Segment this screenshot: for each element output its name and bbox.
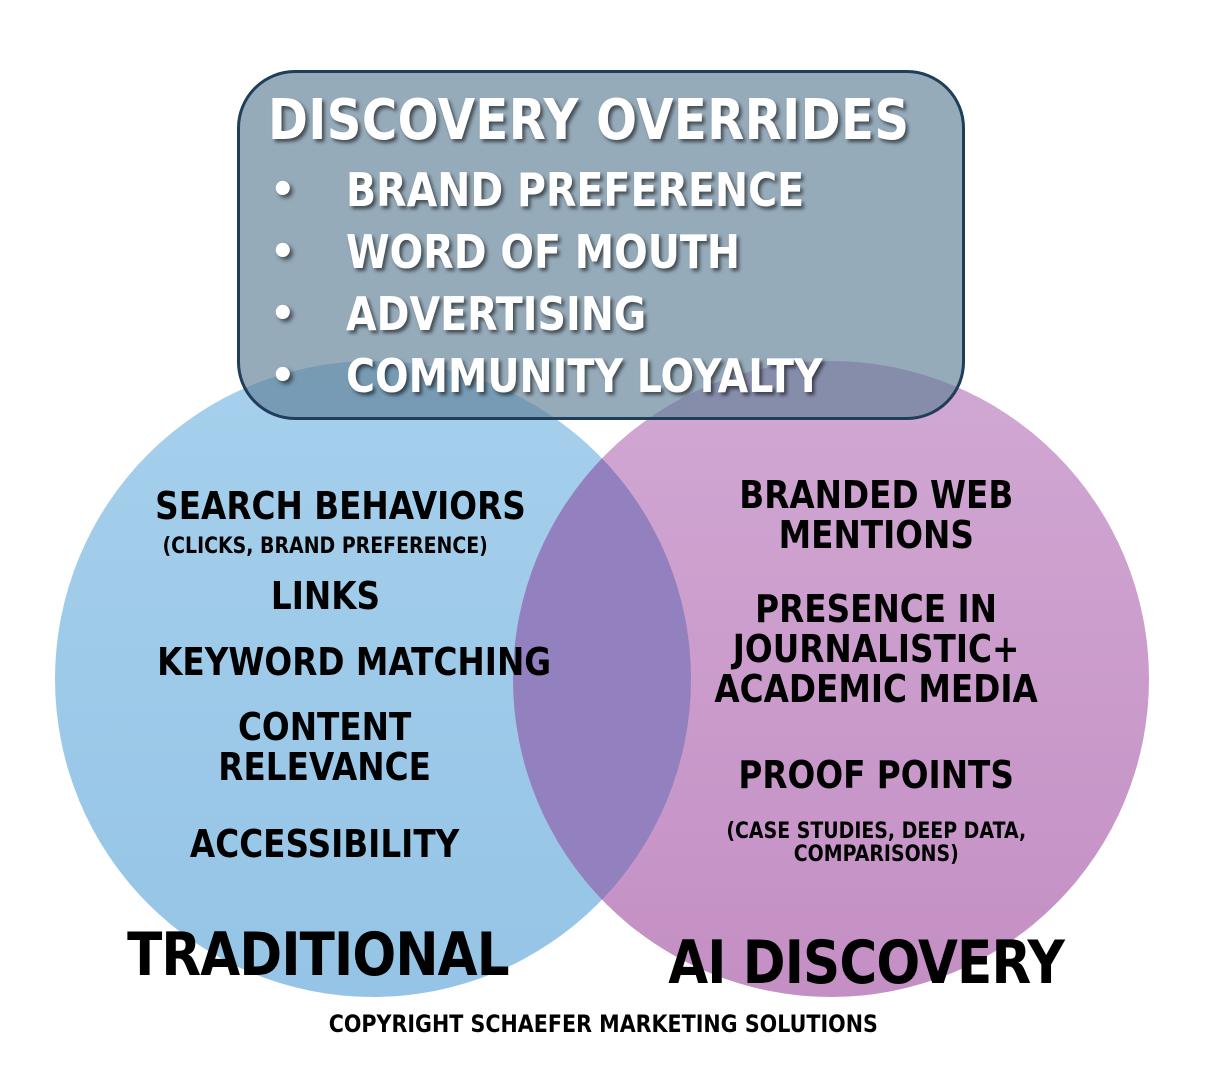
traditional-search-behaviors: SEARCH BEHAVIORS — [155, 484, 526, 528]
ai-branded-web-mentions: BRANDED WEB MENTIONS — [739, 473, 1013, 557]
traditional-keyword-matching: KEYWORD MATCHING — [157, 640, 552, 684]
traditional-content-relevance: CONTENT RELEVANCE — [218, 705, 432, 789]
ai-proof-note: (CASE STUDIES, DEEP DATA, COMPARISONS) — [726, 819, 1026, 868]
ai-discovery-circle — [513, 361, 1149, 997]
ai-discovery-label: AI DISCOVERY — [668, 928, 1065, 998]
override-item-label: COMMUNITY LOYALTY — [346, 349, 823, 403]
override-item-label: BRAND PREFERENCE — [346, 163, 805, 217]
traditional-circle — [55, 361, 691, 997]
bullet-icon: • — [270, 229, 296, 275]
ai-presence-in-media: PRESENCE IN JOURNALISTIC+ ACADEMIC MEDIA — [714, 587, 1038, 711]
overrides-box — [237, 70, 965, 420]
bullet-icon: • — [270, 291, 296, 337]
traditional-accessibility: ACCESSIBILITY — [190, 822, 460, 866]
traditional-label: TRADITIONAL — [127, 920, 510, 990]
override-item-label: WORD OF MOUTH — [346, 225, 740, 279]
bullet-icon: • — [270, 167, 296, 213]
bullet-icon: • — [270, 353, 296, 399]
copyright-text: COPYRIGHT SCHAEFER MARKETING SOLUTIONS — [328, 1010, 878, 1038]
traditional-search-note: (CLICKS, BRAND PREFERENCE) — [162, 534, 488, 559]
override-item-label: ADVERTISING — [346, 287, 647, 341]
overrides-title: DISCOVERY OVERRIDES — [268, 88, 910, 153]
ai-proof-points: PROOF POINTS — [738, 753, 1014, 797]
traditional-links: LINKS — [270, 574, 380, 618]
